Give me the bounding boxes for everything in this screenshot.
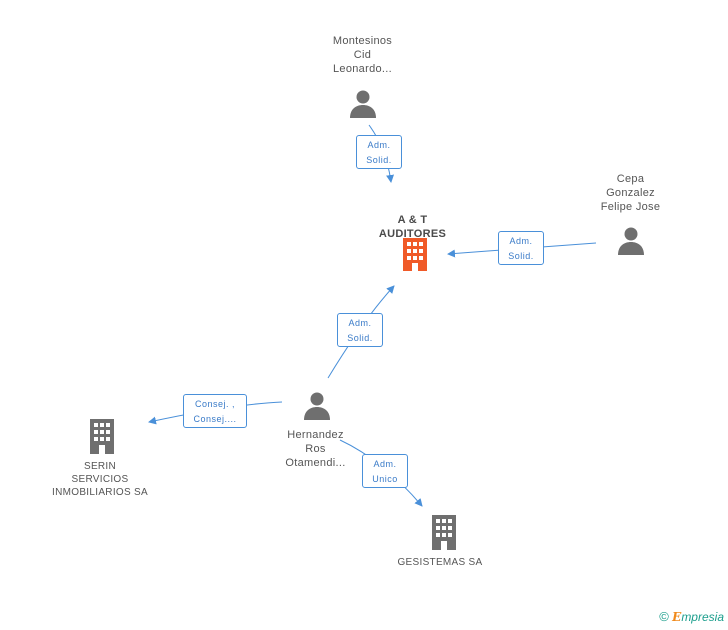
relation-box-hernandez-center[interactable]: Adm. Solid. <box>337 313 383 347</box>
node-gesistemas[interactable]: GESISTEMAS SA <box>385 556 495 570</box>
person-icon[interactable] <box>616 226 646 256</box>
person-icon[interactable] <box>348 89 378 119</box>
relation-box-montesinos-center[interactable]: Adm. Solid. <box>356 135 402 169</box>
relation-box-cepa-center[interactable]: Adm. Solid. <box>498 231 544 265</box>
brand-e: E <box>672 610 682 624</box>
relation-box-hernandez-gesistemas[interactable]: Adm. Unico <box>362 454 408 488</box>
relation-box-hernandez-serin[interactable]: Consej. , Consej.... <box>183 394 247 428</box>
copyright-icon: © <box>659 609 669 624</box>
building-icon-gesistemas[interactable] <box>428 514 460 550</box>
node-montesinos[interactable]: Montesinos Cid Leonardo... <box>310 34 415 76</box>
hernandez-label: Hernandez Ros Otamendi... <box>285 429 346 469</box>
node-serin[interactable]: SERIN SERVICIOS INMOBILIARIOS SA <box>40 460 160 499</box>
node-hernandez[interactable]: Hernandez Ros Otamendi... <box>263 428 368 470</box>
cepa-label: Cepa Gonzalez Felipe Jose <box>600 173 661 213</box>
node-cepa[interactable]: Cepa Gonzalez Felipe Jose <box>578 172 683 214</box>
person-icon[interactable] <box>302 391 332 421</box>
building-icon-serin[interactable] <box>86 418 118 454</box>
montesinos-label: Montesinos Cid Leonardo... <box>332 35 393 75</box>
building-icon-center[interactable] <box>399 237 431 271</box>
gesistemas-label: GESISTEMAS SA <box>397 557 483 568</box>
empresia-logo[interactable]: © Empresia <box>659 609 724 624</box>
serin-label: SERIN SERVICIOS INMOBILIARIOS SA <box>52 461 148 498</box>
brand-name: mpresia <box>681 610 724 624</box>
